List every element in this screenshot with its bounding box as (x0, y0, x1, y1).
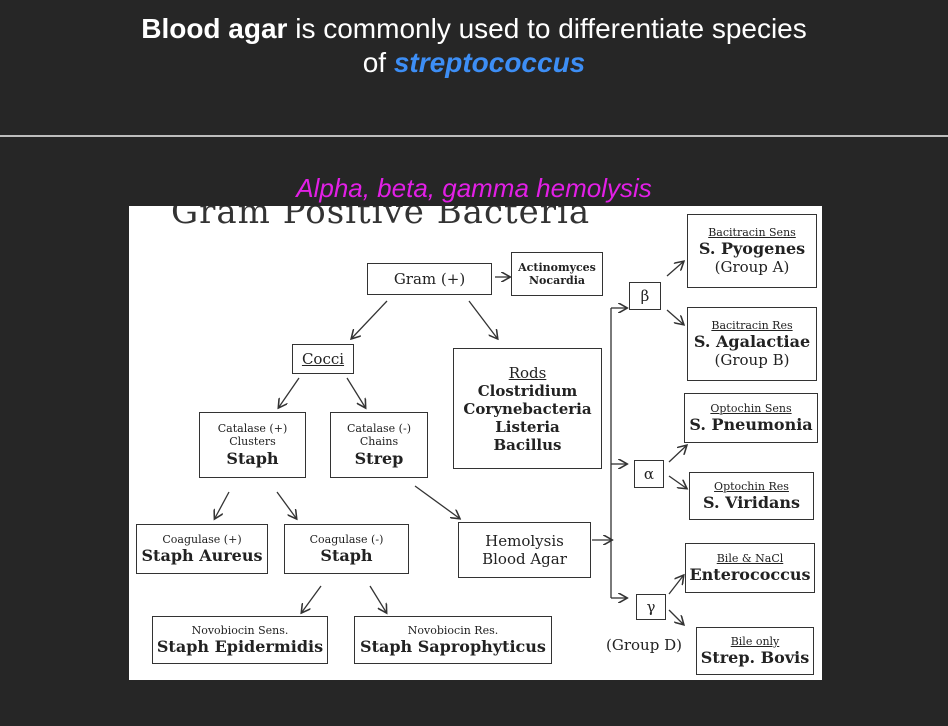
arrow-catpos-coagneg (276, 491, 296, 518)
arrow-alpha-pneumonia (668, 446, 686, 463)
node-coagulase-negative: Coagulase (-)Staph (284, 524, 409, 574)
arrow-coagneg-novores (369, 585, 386, 612)
headline-keyword: streptococcus (393, 47, 586, 78)
headline-line-1: Blood agar is commonly used to different… (0, 12, 948, 46)
arrow-alpha-viridans (668, 475, 686, 488)
arrow-gamma-bovis (668, 609, 683, 624)
flowchart-image: Gram Positive Bacteria (129, 206, 822, 680)
arrow-gamma-entero (668, 576, 683, 595)
arrow-cocci-catneg (346, 377, 365, 407)
node-novobiocin-resistant: Novobiocin Res.Staph Saprophyticus (354, 616, 552, 664)
flowchart-connectors (129, 206, 822, 680)
headline-bold-term: Blood agar (141, 13, 288, 44)
node-novobiocin-sensitive: Novobiocin Sens.Staph Epidermidis (152, 616, 328, 664)
node-coagulase-positive: Coagulase (+)Staph Aureus (136, 524, 268, 574)
node-gram-positive: Gram (+) (367, 263, 492, 295)
slide-subtitle: Alpha, beta, gamma hemolysis (296, 173, 652, 203)
node-catalase-negative: Catalase (-)Chains Strep (330, 412, 428, 478)
headline-of: of (362, 47, 394, 78)
arrow-beta-pyogenes (666, 262, 683, 277)
headline-line-2: of streptococcus (0, 46, 948, 80)
arrow-catpos-coagpos (215, 491, 230, 518)
slide-headline: Blood agar is commonly used to different… (0, 12, 948, 80)
node-beta: β (629, 282, 661, 310)
node-alpha: α (634, 460, 664, 488)
arrow-beta-agalactiae (666, 309, 683, 324)
arrow-cocci-catpos (279, 377, 300, 407)
node-cocci: Cocci (292, 344, 354, 374)
headline-text: is commonly used to differentiate specie… (287, 13, 807, 44)
node-catalase-positive: Catalase (+)Clusters Staph (199, 412, 306, 478)
label-group-d: (Group D) (606, 636, 682, 654)
arrow-strep-hemolysis (414, 485, 459, 518)
node-gamma: γ (636, 594, 666, 620)
flowchart-title: Gram Positive Bacteria (171, 206, 591, 232)
arrow-gram-rods (468, 300, 497, 338)
arrow-coagneg-novosens (302, 585, 322, 612)
arrow-gram-cocci (352, 300, 388, 338)
divider (0, 135, 948, 137)
